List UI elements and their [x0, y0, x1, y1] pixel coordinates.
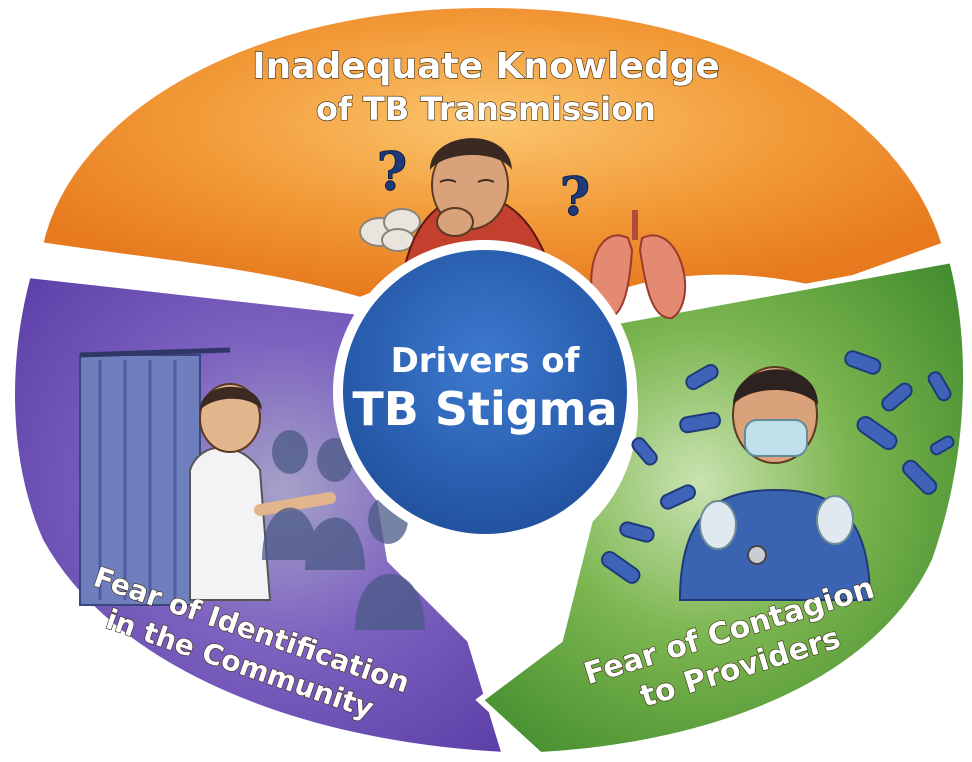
community-silhouettes [262, 430, 425, 630]
bacteria-icons [600, 350, 955, 584]
segment-title-line2: of TB Transmission [316, 90, 656, 128]
segment-title-line1: Inadequate Knowledge [252, 46, 720, 87]
center-circle: Drivers of TB Stigma [333, 240, 637, 544]
health-worker-illustration [189, 383, 336, 601]
cough-cloud-icon [359, 208, 421, 252]
question-mark-icon: ? [560, 167, 590, 228]
segment-label-knowledge: Inadequate Knowledge of TB Transmission [252, 45, 721, 128]
center-title-line2: TB Stigma [352, 382, 617, 436]
center-title-line1: Drivers of [391, 341, 581, 381]
masked-provider-illustration [678, 366, 872, 601]
question-mark-icon: ? [377, 142, 407, 203]
